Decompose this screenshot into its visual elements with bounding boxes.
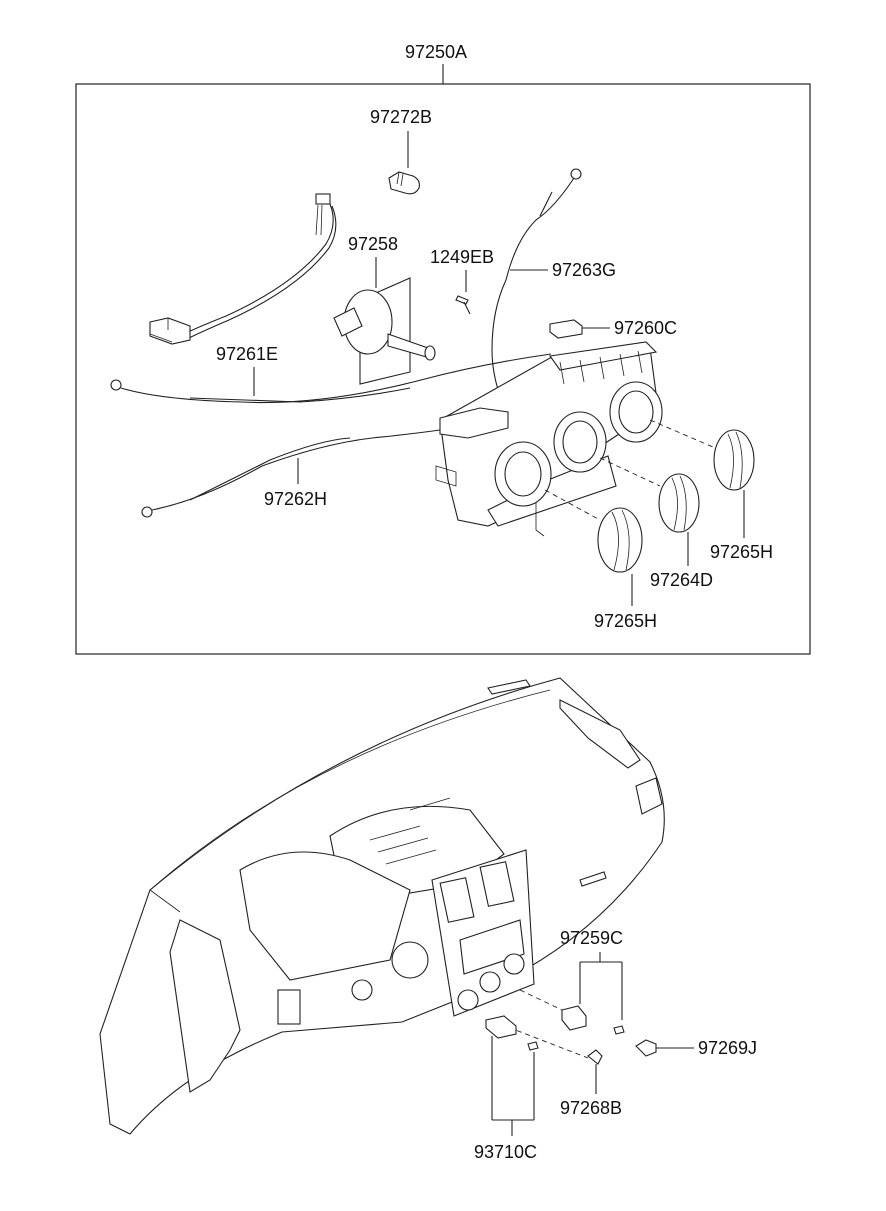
center-vent-left: [439, 877, 475, 923]
center-vents-louvers: [369, 797, 451, 865]
switch-97259C-axis: [519, 989, 563, 1011]
screw-shank: [463, 301, 471, 315]
label-97262H: 97262H: [264, 489, 327, 509]
knob-right-grip: [727, 431, 743, 489]
knob-left-axis: [544, 489, 601, 521]
label-93710C: 93710C: [474, 1142, 537, 1162]
assembly-group: 97250A: [75, 42, 811, 655]
dial-left-inner: [504, 451, 542, 497]
center-vent-right: [479, 861, 515, 907]
panel-tab: [435, 465, 457, 487]
switch-93710C: 93710C: [474, 1015, 539, 1162]
cable-e-sleeve: [189, 387, 411, 403]
dashboard: [99, 677, 665, 1135]
radio-slot: [459, 919, 525, 975]
bulb-97268B-axis: [499, 1023, 589, 1059]
knob-right-shape: [713, 429, 755, 491]
switch-93710C-bulb: [527, 1041, 539, 1051]
cable-e: 97261E: [110, 344, 552, 404]
label-97268B: 97268B: [560, 1098, 622, 1118]
harness-connector-detail: [149, 318, 173, 343]
control-panel: [435, 341, 663, 537]
label-97261E: 97261E: [216, 344, 278, 364]
label-97264D: 97264D: [650, 570, 713, 590]
lamp-part: 97260C: [549, 318, 677, 339]
knob-left: 97265H: [544, 489, 657, 631]
cable-g-line: [491, 177, 575, 437]
knob-middle-shape: [658, 473, 700, 533]
gauge-cluster-dial: [391, 941, 429, 979]
wire-harness: [149, 193, 337, 345]
knob-left-grip: [611, 509, 630, 571]
dashboard-top-edge: [149, 689, 551, 913]
panel-rail-ribs: [559, 350, 643, 385]
label-97259C: 97259C: [560, 928, 623, 948]
dial-right-inner: [618, 390, 654, 434]
label-97265H-bottom: 97265H: [594, 611, 657, 631]
cable-g-eyelet: [570, 168, 582, 180]
bulb-97268B-shape: [587, 1049, 603, 1065]
cable-h: 97262H: [141, 429, 441, 518]
label-97272B: 97272B: [370, 107, 432, 127]
cable-g-sleeve: [539, 191, 553, 217]
panel-leg: [535, 500, 545, 537]
actuator-part: 97258: [333, 234, 436, 385]
bulb-97268B: 97268B: [499, 1023, 622, 1118]
label-97263G: 97263G: [552, 260, 616, 280]
switch-97259C-body: [561, 1005, 587, 1031]
screw-part: 1249EB: [430, 247, 494, 315]
switch-93710C-body: [485, 1015, 517, 1039]
label-97250A: 97250A: [405, 42, 467, 62]
hvac-dial-2: [479, 971, 501, 993]
small-gauge: [351, 979, 373, 1001]
bulb-detail: [396, 171, 404, 187]
harness-connector-top: [315, 193, 331, 205]
cable-e-eyelet: [110, 379, 122, 391]
switch-97259C: 97259C: [519, 928, 625, 1035]
harness-wire-a: [183, 203, 334, 335]
knob-middle: 97264D: [599, 457, 713, 590]
knob-left-shape: [597, 507, 643, 573]
cable-h-line: [151, 429, 441, 511]
panel-left-bracket: [439, 407, 509, 439]
label-97265H-right: 97265H: [710, 542, 773, 562]
left-panel: [169, 919, 241, 1093]
switch-97259C-bulb: [613, 1025, 625, 1035]
harness-wire-b: [188, 205, 337, 339]
dial-middle-inner: [562, 420, 598, 464]
cable-h-eyelet: [141, 506, 153, 518]
actuator-shaft-end: [424, 345, 436, 361]
label-97260C: 97260C: [614, 318, 677, 338]
cable-h-sleeve: [189, 437, 351, 501]
clip-97269J: 97269J: [635, 1038, 757, 1058]
knob-middle-grip: [671, 475, 687, 531]
harness-pin: [315, 204, 323, 236]
knob-middle-axis: [599, 457, 661, 487]
clip-shape: [635, 1039, 657, 1057]
label-97269J: 97269J: [698, 1038, 757, 1058]
label-97258: 97258: [348, 234, 398, 254]
harness-connector-bottom: [149, 317, 191, 345]
label-1249EB: 1249EB: [430, 247, 494, 267]
bulb-shape: [388, 171, 420, 195]
cable-e-line: [120, 353, 552, 404]
knob-right-axis: [649, 419, 721, 451]
knob-right: 97265H: [649, 419, 773, 562]
instrument-hood: [239, 851, 411, 981]
dash-end-vent: [635, 777, 663, 815]
screw-head: [455, 295, 469, 305]
defrost-vent: [487, 679, 531, 695]
hvac-dial-1: [457, 989, 479, 1011]
dash-slot: [579, 871, 607, 887]
cable-g: 97263G: [491, 168, 616, 437]
panel-top-rail: [549, 341, 658, 371]
actuator-mount: [333, 307, 363, 337]
left-vent: [277, 989, 301, 1025]
hvac-dial-3: [503, 953, 525, 975]
lamp-shape: [549, 319, 583, 339]
assembly-frame: [75, 83, 811, 655]
bulb-part: 97272B: [370, 107, 432, 195]
dash-side-vent-right: [559, 699, 641, 769]
